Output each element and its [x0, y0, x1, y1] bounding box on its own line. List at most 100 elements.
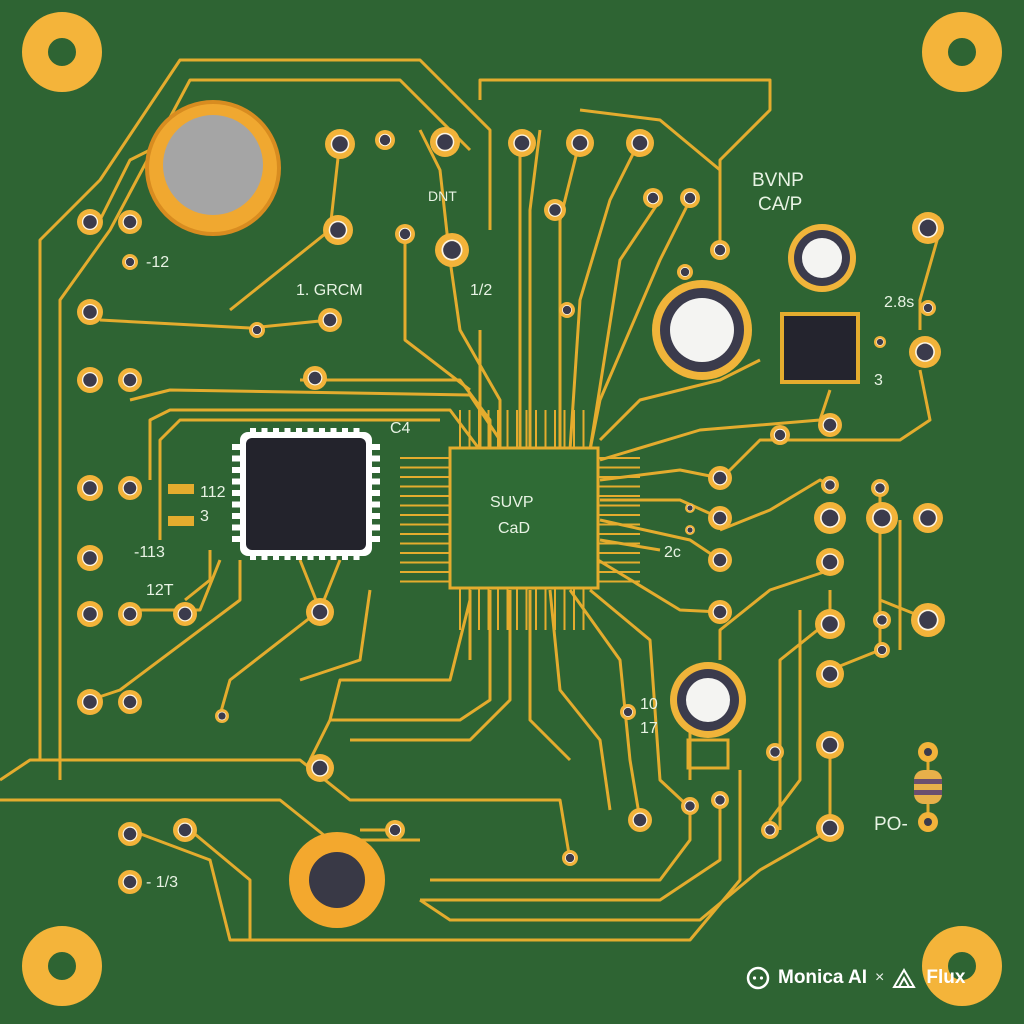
label-cap: CA/P — [758, 194, 803, 215]
square-component — [780, 312, 860, 384]
small-resistor-left — [168, 484, 194, 526]
pad — [215, 709, 229, 723]
pad — [508, 129, 536, 157]
trace — [130, 559, 222, 612]
watermark-partner: Flux — [926, 967, 966, 988]
label-dnt: DNT — [428, 188, 457, 204]
pads — [77, 127, 945, 894]
pad — [430, 127, 460, 157]
pad — [77, 367, 103, 393]
watermark-brand: Monica AI — [778, 967, 868, 988]
pad — [816, 814, 844, 842]
pad — [874, 642, 890, 658]
pad — [708, 466, 732, 490]
label-minus12: -12 — [146, 254, 170, 271]
pad — [325, 129, 355, 159]
trace — [829, 490, 882, 672]
pad — [620, 704, 636, 720]
trace — [588, 199, 662, 451]
pad — [814, 502, 846, 534]
pad — [385, 820, 405, 840]
pad — [77, 299, 103, 325]
pad — [816, 731, 844, 759]
pad — [816, 660, 844, 688]
trace — [403, 235, 471, 392]
trace — [918, 229, 942, 330]
pad — [708, 506, 732, 530]
label-1-3: - 1/3 — [146, 874, 179, 891]
trace — [598, 358, 761, 442]
trace — [189, 828, 252, 940]
trace — [478, 78, 772, 110]
trace — [568, 139, 642, 451]
trace — [129, 770, 742, 942]
watermark-separator: × — [875, 969, 885, 986]
pad — [77, 209, 103, 235]
pad — [435, 233, 469, 267]
trace — [588, 199, 692, 451]
pad — [375, 130, 395, 150]
pad — [118, 822, 142, 846]
trace — [0, 798, 420, 842]
pad — [815, 609, 845, 639]
trace — [548, 589, 612, 811]
pad — [711, 791, 729, 809]
pad — [766, 743, 784, 761]
trace — [218, 559, 322, 716]
pad — [821, 476, 839, 494]
pad — [710, 240, 730, 260]
trace — [599, 389, 832, 462]
pad — [677, 264, 693, 280]
trace — [599, 538, 661, 552]
pad — [818, 413, 842, 437]
pad — [303, 366, 327, 390]
monica-logo-icon — [746, 966, 770, 990]
trace — [350, 590, 512, 742]
trace — [589, 588, 692, 810]
pad — [249, 322, 265, 338]
label-112: 112 — [200, 484, 226, 501]
label-10: 10 — [640, 696, 658, 713]
label-2-8s: 2.8s — [884, 294, 915, 311]
cpu-chip — [400, 410, 640, 630]
label-po: PO- — [874, 814, 908, 835]
trace — [158, 418, 440, 540]
trace — [718, 568, 831, 660]
cpu-label-2: CaD — [498, 520, 531, 537]
pad — [559, 302, 575, 318]
trace — [558, 139, 582, 450]
trace — [229, 139, 342, 312]
trace — [597, 558, 721, 614]
pad — [681, 797, 699, 815]
pad — [77, 545, 103, 571]
pad — [118, 476, 142, 500]
pad — [306, 598, 334, 626]
pad — [873, 611, 891, 629]
pad — [118, 210, 142, 234]
mounting-holes — [22, 12, 1002, 1006]
trace — [420, 800, 722, 902]
copper-traces — [0, 58, 942, 942]
pad — [318, 308, 342, 332]
left-chip — [232, 428, 380, 560]
trace — [38, 58, 492, 760]
label-113: -113 — [134, 544, 165, 561]
pad — [912, 212, 944, 244]
pad — [680, 188, 700, 208]
label-3-right: 3 — [874, 372, 883, 389]
pad — [708, 600, 732, 624]
label-12t: 12T — [146, 582, 174, 599]
pad — [913, 503, 943, 533]
pad — [566, 129, 594, 157]
pad — [626, 129, 654, 157]
pad — [816, 548, 844, 576]
label-bvnp: BVNP — [752, 170, 804, 191]
pad — [395, 224, 415, 244]
pad — [173, 818, 197, 842]
watermark: Monica AI × Flux — [746, 966, 965, 990]
pad — [118, 602, 142, 626]
pad — [118, 870, 142, 894]
pad — [708, 548, 732, 572]
pad — [122, 254, 138, 270]
pad — [911, 603, 945, 637]
